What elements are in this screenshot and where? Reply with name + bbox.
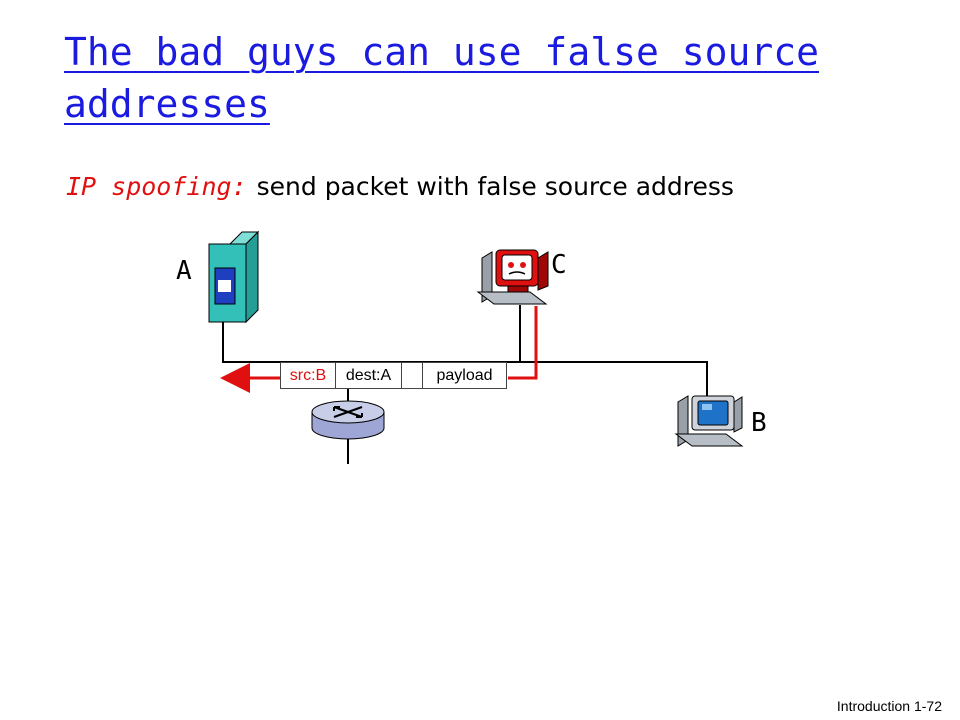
desktop-computer-icon: [674, 395, 744, 447]
subtitle-text: send packet with false source address: [256, 172, 734, 201]
slide-subtitle: IP spoofing: send packet with false sourc…: [66, 170, 734, 204]
spoofed-path: [508, 306, 538, 380]
slide-title: The bad guys can use false source addres…: [64, 30, 819, 126]
spoofed-packet: src:B dest:A payload: [280, 362, 507, 389]
attacker-computer-icon: [476, 249, 549, 305]
slide-footer: Introduction 1-72: [836, 698, 942, 714]
packet-payload-field: payload: [436, 367, 493, 384]
node-label-b: B: [751, 408, 767, 438]
packet-src-field: src:B: [281, 363, 336, 388]
subtitle-term: IP spoofing:: [66, 172, 247, 201]
node-label-a: A: [176, 256, 192, 286]
link-a: [222, 320, 350, 363]
router-icon: [311, 400, 385, 440]
packet-dest-field: dest:A: [336, 363, 402, 388]
node-label-c: C: [551, 250, 567, 280]
server-icon: [208, 230, 260, 324]
packet-blank-field: [402, 363, 423, 388]
